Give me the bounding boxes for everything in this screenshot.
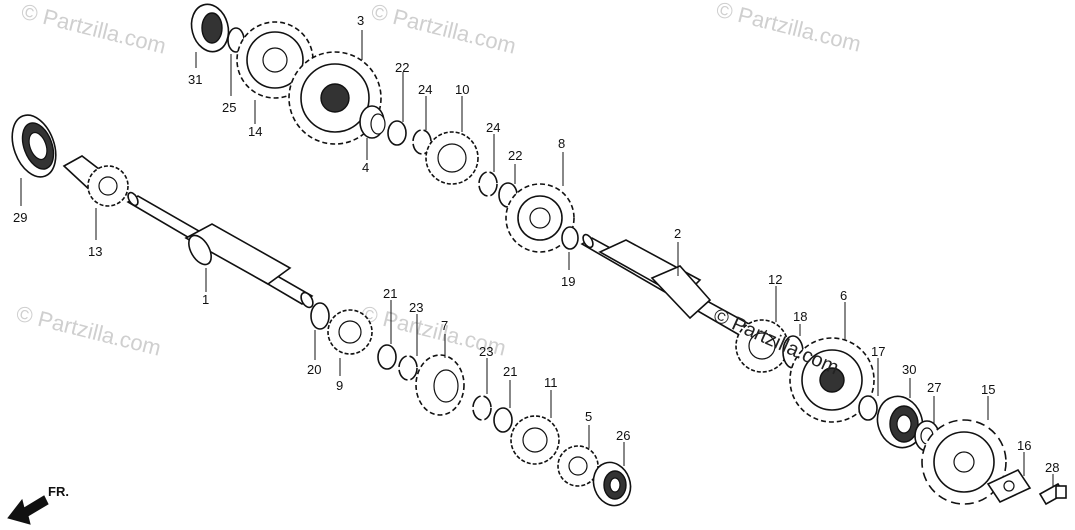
- main-shaft: [126, 191, 314, 309]
- front-arrow-icon: [7, 495, 49, 525]
- part-label: 29: [13, 210, 27, 225]
- watermark: © Partzilla.com: [714, 0, 864, 57]
- front-direction-indicator: FR.: [7, 484, 69, 525]
- leader-lines: [20, 30, 1054, 486]
- gear-5: [557, 445, 599, 487]
- part-label: 23: [479, 344, 493, 359]
- bearing-30: [876, 395, 924, 449]
- part-label: 24: [418, 82, 432, 97]
- bearing-29: [11, 114, 57, 178]
- snap-ring-23-upper: [398, 355, 418, 381]
- part-label: 20: [307, 362, 321, 377]
- washer-21-lower: [493, 407, 513, 433]
- snap-ring-23-lower: [472, 395, 492, 421]
- part-label: 4: [362, 160, 369, 175]
- part-label: 16: [1017, 438, 1031, 453]
- gear-13: [62, 155, 129, 207]
- washer-19: [561, 226, 579, 250]
- part-label: 9: [336, 378, 343, 393]
- part-label: 25: [222, 100, 236, 115]
- bolt-28: [1038, 482, 1067, 506]
- part-label: 7: [441, 318, 448, 333]
- part-label: 11: [544, 375, 558, 390]
- part-label: 27: [927, 380, 941, 395]
- washer-17: [858, 395, 878, 421]
- part-label: 13: [88, 244, 102, 259]
- watermark: © Partzilla.com: [369, 0, 519, 59]
- bearing-31: [190, 3, 230, 53]
- part-label: 31: [188, 72, 202, 87]
- part-label: 21: [503, 364, 517, 379]
- part-label: 2: [674, 226, 681, 241]
- part-label: 5: [585, 409, 592, 424]
- gear-7: [415, 354, 465, 416]
- gear-6: [789, 337, 875, 423]
- washer-21-upper: [377, 344, 397, 370]
- front-direction-label: FR.: [48, 484, 69, 499]
- part-label: 21: [383, 286, 397, 301]
- part-label: 24: [486, 120, 500, 135]
- part-label: 18: [793, 309, 807, 324]
- part-label: 6: [840, 288, 847, 303]
- part-label: 19: [561, 274, 575, 289]
- countershaft: [580, 233, 762, 341]
- watermark: © Partzilla.com: [19, 0, 169, 59]
- part-label: 3: [357, 13, 364, 28]
- part-number-labels: 1 2 3 4 5 6 7 8 9 10 11 12 13 14 15 16 1…: [13, 13, 1059, 475]
- part-label: 22: [508, 148, 522, 163]
- washer-20: [310, 302, 330, 330]
- gear-10: [425, 131, 479, 185]
- part-label: 10: [455, 82, 469, 97]
- part-label: 15: [981, 382, 995, 397]
- part-label: 14: [248, 124, 262, 139]
- bearing-26: [592, 461, 632, 507]
- washer-22-upper: [387, 120, 407, 146]
- part-label: 30: [902, 362, 916, 377]
- part-label: 1: [202, 292, 209, 307]
- part-label: 8: [558, 136, 565, 151]
- part-label: 26: [616, 428, 630, 443]
- part-label: 12: [768, 272, 782, 287]
- bushing-4: [359, 105, 386, 139]
- gear-11: [510, 415, 560, 465]
- fixing-plate-16: [986, 468, 1032, 504]
- drive-sprocket-15: [921, 419, 1007, 505]
- part-label: 22: [395, 60, 409, 75]
- snap-ring-24-lower: [478, 171, 498, 197]
- gear-8: [505, 183, 575, 253]
- part-label: 17: [871, 344, 885, 359]
- part-label: 28: [1045, 460, 1059, 475]
- gear-9: [327, 309, 373, 355]
- part-label: 23: [409, 300, 423, 315]
- gear-3: [288, 51, 382, 145]
- watermark: © Partzilla.com: [14, 301, 164, 361]
